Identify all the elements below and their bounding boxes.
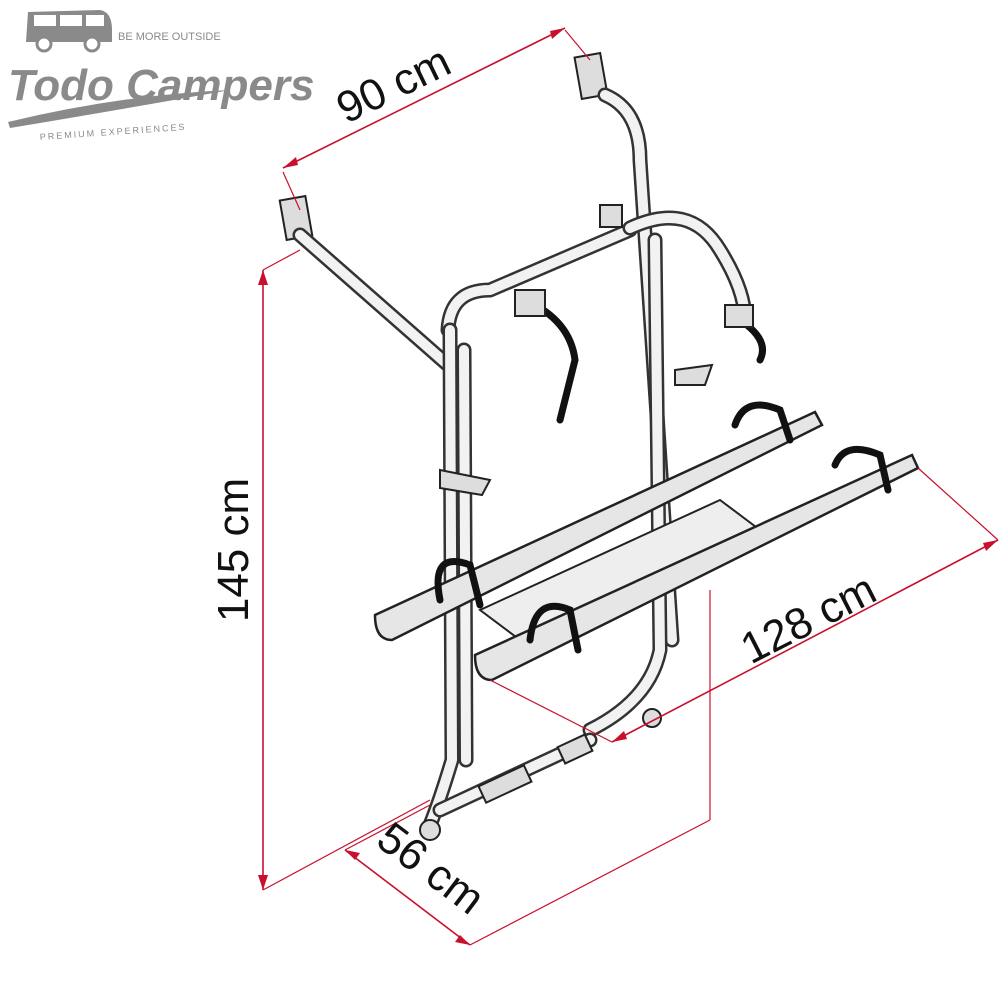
wheel-rail-front xyxy=(373,410,824,642)
width-label: 90 cm xyxy=(329,37,458,134)
height-label: 145 cm xyxy=(209,478,258,622)
todo-campers-logo: BE MORE OUTSIDE Todo Campers PREMIUM EXP… xyxy=(8,10,314,142)
wheel-rail-rear xyxy=(473,453,920,682)
logo-brand: Todo Campers xyxy=(8,61,314,110)
length-label: 128 cm xyxy=(733,564,884,673)
upper-right-bracket xyxy=(573,51,609,101)
logo-swoosh xyxy=(8,90,230,128)
logo-tagline-bottom: PREMIUM EXPERIENCES xyxy=(39,122,186,142)
bike-rack xyxy=(278,51,920,841)
logo-tagline-top: BE MORE OUTSIDE xyxy=(118,31,221,43)
frame-clamp xyxy=(514,289,546,317)
dimension-lines xyxy=(258,27,999,946)
